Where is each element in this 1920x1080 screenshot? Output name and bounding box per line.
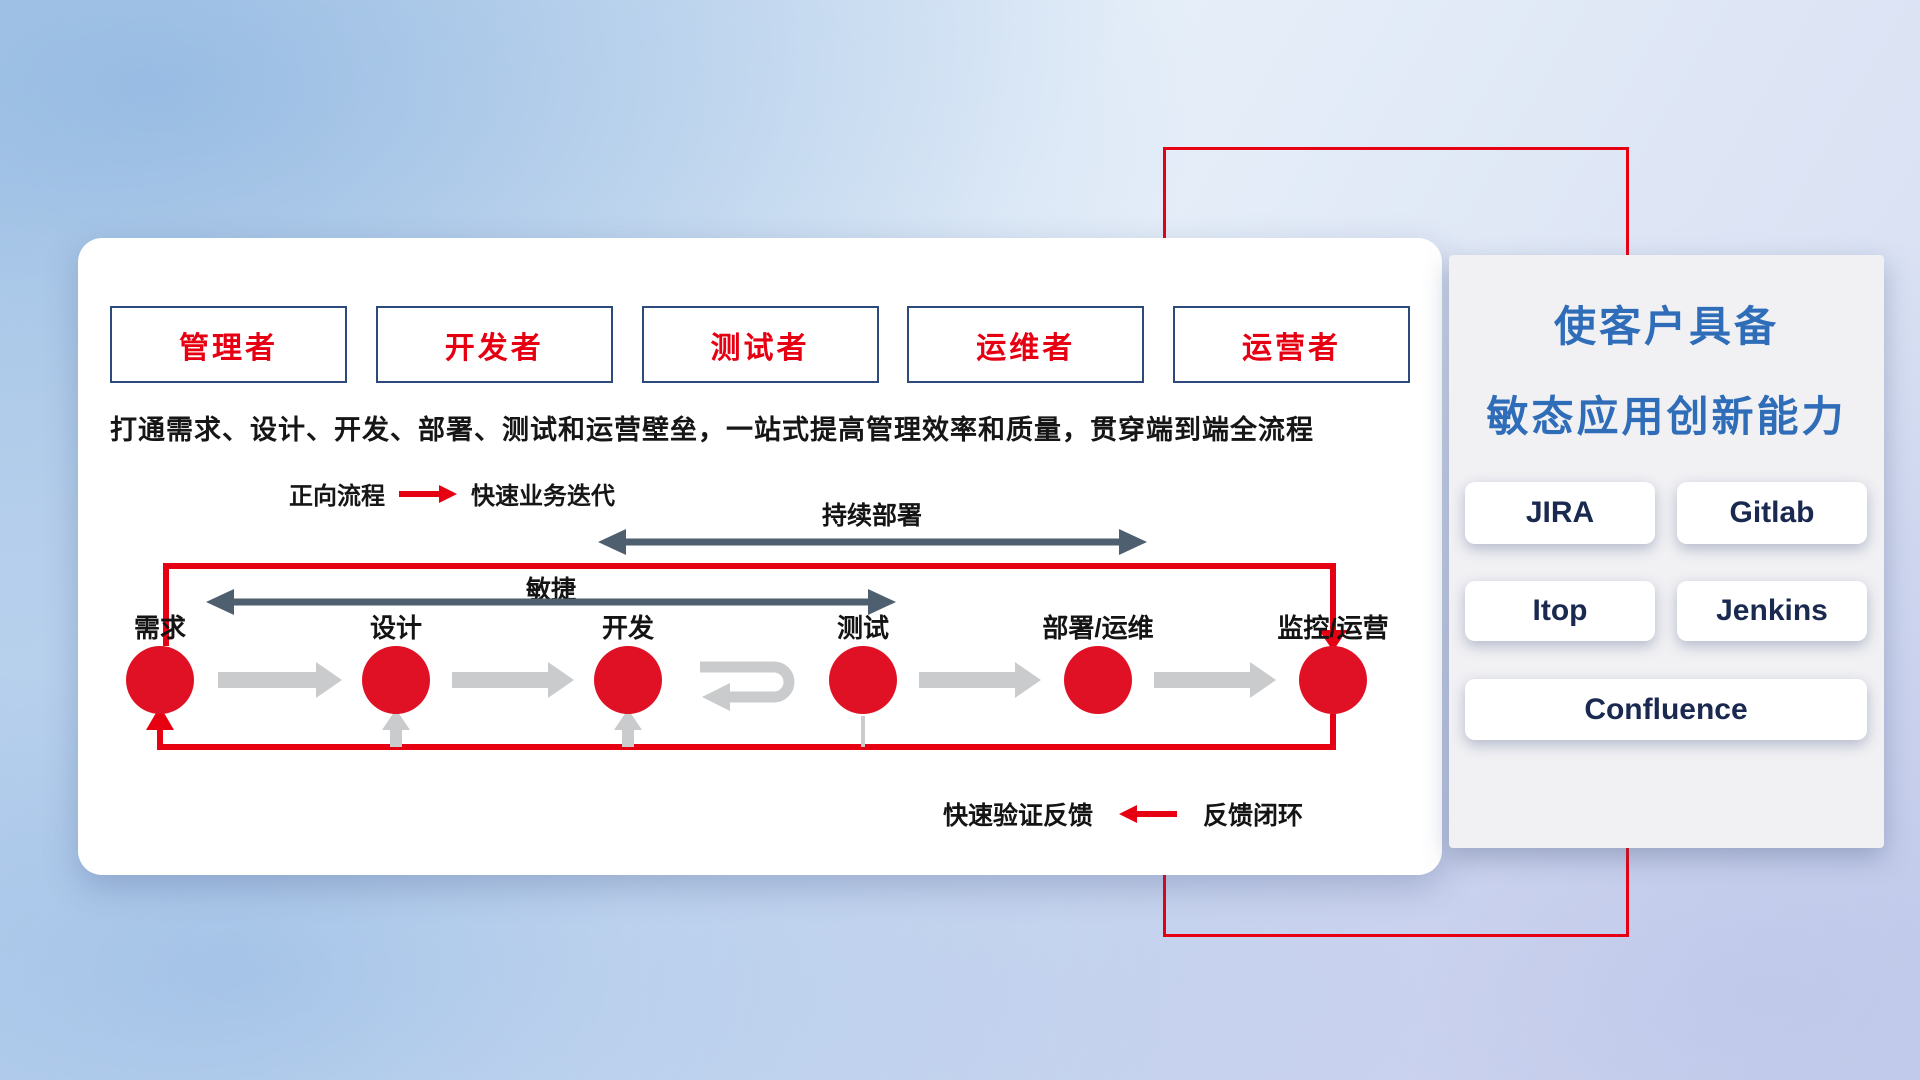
role-box-operator: 运营者 bbox=[1173, 306, 1410, 383]
arrow-right-icon bbox=[399, 484, 457, 503]
tool-card-confluence: Confluence bbox=[1465, 679, 1867, 740]
flow-node-label-design: 设计 bbox=[369, 613, 423, 643]
legend-feedback-loop: 快速验证反馈 反馈闭环 bbox=[943, 796, 1303, 832]
stage-arrows bbox=[218, 662, 1276, 698]
legend-forward-desc: 快速业务迭代 bbox=[471, 483, 615, 510]
flow-node-label-monitor-op: 监控/运营 bbox=[1277, 613, 1389, 643]
continuous-deploy-arrow bbox=[598, 529, 1147, 555]
tool-card-jira: JIRA bbox=[1465, 482, 1655, 544]
capability-title-line1: 使客户具备 bbox=[1553, 303, 1779, 350]
role-box-developer: 开发者 bbox=[375, 306, 613, 383]
roles-row: 管理者 开发者 测试者 运维者 运营者 bbox=[110, 306, 1410, 383]
flow-node-label-develop: 开发 bbox=[601, 613, 655, 643]
flow-node-label-test: 测试 bbox=[836, 613, 890, 643]
role-box-tester: 测试者 bbox=[641, 306, 879, 383]
legend-feedback-desc: 快速验证反馈 bbox=[943, 802, 1094, 830]
flow-diagram bbox=[126, 529, 1367, 750]
flow-node-label-deploy-ops: 部署/运维 bbox=[1042, 613, 1154, 643]
flow-node-label-requirement: 需求 bbox=[133, 613, 187, 643]
continuous-deploy-label: 持续部署 bbox=[821, 502, 923, 530]
agile-arrow bbox=[206, 589, 896, 615]
legend-forward-label: 正向流程 bbox=[289, 483, 385, 510]
role-box-ops: 运维者 bbox=[907, 306, 1145, 383]
devops-flow-panel: 管理者 开发者 测试者 运维者 运营者 打通需求、设计、开发、部署、测试和运营壁… bbox=[78, 238, 1442, 875]
tool-card-jenkins: Jenkins bbox=[1677, 581, 1867, 641]
forward-loop-line bbox=[163, 563, 1347, 651]
feedback-loop-line bbox=[146, 706, 1336, 750]
panel-subtitle: 打通需求、设计、开发、部署、测试和运营壁垒，一站式提高管理效率和质量，贯穿端到端… bbox=[110, 415, 1314, 445]
legend-feedback-label: 反馈闭环 bbox=[1203, 802, 1304, 830]
tool-card-itop: Itop bbox=[1465, 581, 1655, 641]
stage-nodes bbox=[126, 646, 1367, 714]
capability-title-line2: 敏态应用创新能力 bbox=[1486, 393, 1847, 440]
capability-panel: 使客户具备 敏态应用创新能力 JIRA Gitlab Itop Jenkins … bbox=[1449, 255, 1884, 848]
feedback-up-arrows bbox=[382, 709, 865, 747]
legend-forward-flow: 正向流程 快速业务迭代 bbox=[289, 476, 615, 511]
tool-card-gitlab: Gitlab bbox=[1677, 482, 1867, 544]
arrow-left-icon bbox=[1119, 805, 1178, 823]
iteration-loop-arrow-icon bbox=[700, 661, 795, 711]
role-box-manager: 管理者 bbox=[110, 306, 347, 383]
